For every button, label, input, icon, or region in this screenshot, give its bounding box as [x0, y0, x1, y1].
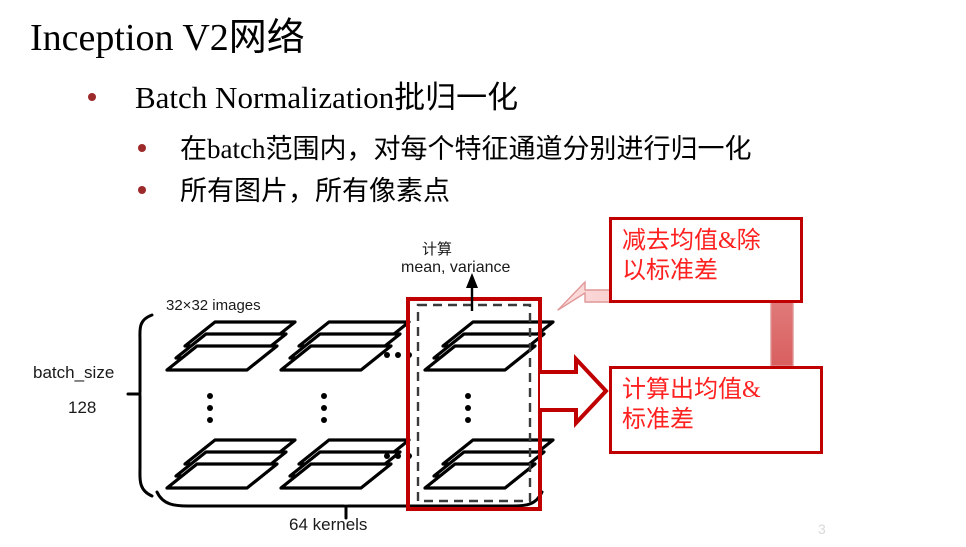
- annotation-line-1: 计算出均值&: [622, 377, 761, 403]
- annotation-line-2: 标准差: [622, 407, 694, 433]
- feature-stack-col1-bottom: [165, 438, 297, 490]
- bullet-dot-icon: [138, 186, 146, 194]
- bullet-item-level2: 所有图片，所有像素点: [138, 173, 450, 209]
- bullet-dot-icon: [138, 144, 146, 152]
- images-size-label: 32×32 images: [166, 297, 261, 314]
- page-title: Inception V2网络: [30, 17, 305, 59]
- compute-stats-arrow: [540, 353, 609, 429]
- batch-size-brace: [126, 313, 154, 498]
- feature-stack-col1-top: [165, 320, 297, 372]
- feature-stack-col3-bottom: [423, 438, 555, 490]
- feature-stack-col2-top: [279, 320, 411, 372]
- compute-up-arrow: [466, 273, 478, 311]
- batch-size-value: 128: [68, 398, 97, 417]
- horizontal-ellipsis-top: [384, 352, 412, 358]
- batch-size-label: batch_size: [33, 363, 115, 382]
- feature-stack-col2-bottom: [279, 438, 411, 490]
- annotation-line-2: 以标准差: [622, 258, 718, 284]
- bullet-item-level2: 在batch范围内，对每个特征通道分别进行归一化: [138, 131, 751, 167]
- kernels-label: 64 kernels: [289, 515, 368, 534]
- bullet-text: 所有图片，所有像素点: [180, 176, 450, 206]
- selected-channel-dashed-box: [416, 303, 532, 503]
- horizontal-ellipsis-bottom: [384, 453, 412, 459]
- annotation-line-1: 减去均值&除: [622, 228, 761, 254]
- bullet-text: Batch Normalization批归一化: [135, 80, 519, 115]
- annotation-box-normalize: 减去均值&除 以标准差: [609, 217, 803, 303]
- bullet-dot-icon: [88, 93, 96, 101]
- selected-channel-red-box: [406, 297, 542, 511]
- vertical-ellipsis-col3: [465, 393, 471, 423]
- bullet-item-level1: Batch Normalization批归一化: [88, 78, 518, 118]
- vertical-ellipsis-col1: [207, 393, 213, 423]
- annotation-box-compute-stats: 计算出均值& 标准差: [609, 366, 823, 454]
- compute-label-cn: 计算: [422, 242, 453, 258]
- compute-label-en: mean, variance: [401, 259, 511, 276]
- feature-stack-col3-top: [423, 320, 555, 372]
- bullet-text: 在batch范围内，对每个特征通道分别进行归一化: [180, 134, 752, 164]
- slide-page-number: 3: [818, 521, 826, 537]
- vertical-ellipsis-col2: [321, 393, 327, 423]
